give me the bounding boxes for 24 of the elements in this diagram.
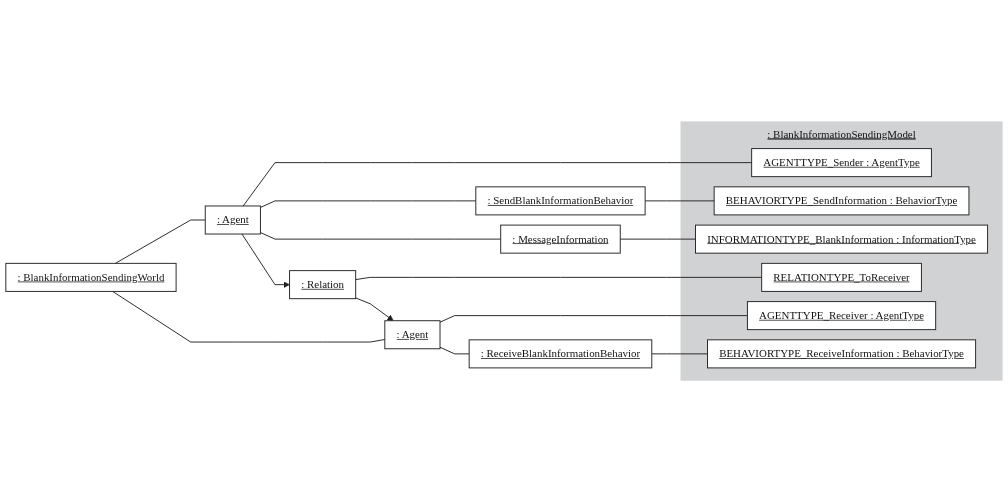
connector: [242, 162, 753, 207]
connector: [619, 238, 696, 240]
node-box: : ReceiveBlankInformationBehavior: [468, 339, 653, 369]
node-box: RELATIONTYPE_ToReceiver: [761, 262, 922, 292]
node-box: BEHAVIORTYPE_SendInformation : BehaviorType: [713, 186, 970, 216]
node-box: BEHAVIORTYPE_ReceiveInformation : BehaviorType: [707, 339, 977, 369]
node-box: INFORMATIONTYPE_BlankInformation : InformationType: [695, 224, 989, 254]
node-box: : Agent: [384, 320, 441, 350]
connector: [112, 290, 386, 343]
connector: [439, 315, 748, 323]
connector: [114, 219, 206, 264]
node-box: : MessageInformation: [500, 224, 621, 254]
node-box: AGENTTYPE_Sender : AgentType: [751, 148, 932, 178]
connector: [651, 353, 708, 355]
connector: [439, 346, 470, 355]
connector: [259, 231, 502, 240]
node-box: : Agent: [204, 205, 261, 235]
connector: [259, 200, 477, 208]
node-box: : SendBlankInformationBehavior: [475, 186, 646, 216]
connector: [355, 276, 763, 280]
node-box: AGENTTYPE_Receiver : AgentType: [746, 301, 937, 331]
node-box: : Relation: [289, 270, 357, 300]
node-box: : BlankInformationSendingWorld: [5, 262, 177, 292]
connector: [644, 200, 715, 202]
